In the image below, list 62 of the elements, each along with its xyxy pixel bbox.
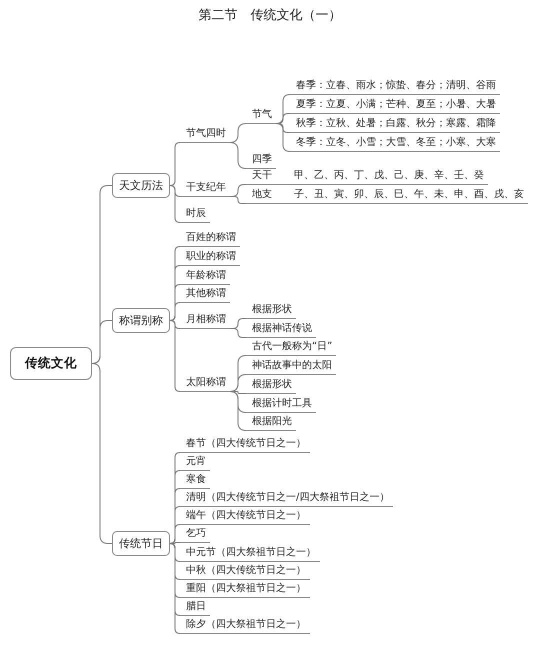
branch-label: 地支 <box>252 188 272 202</box>
branch-label: 寒食 <box>180 472 210 489</box>
branch-label: 根据形状 <box>246 377 296 394</box>
connector-line <box>170 302 180 321</box>
central-topic-box: 传统文化 <box>10 347 92 380</box>
connector-line <box>276 123 290 152</box>
branch-underline <box>246 187 528 204</box>
branch-label: 重阳（四大祭祖节日之一） <box>180 581 310 598</box>
branch-label: 根据形状 <box>246 302 296 319</box>
branch-label: 元宵 <box>180 454 210 471</box>
branch-label: 根据计时工具 <box>246 396 316 413</box>
branch-label: 秋季：立秋、处暑；白露、秋分；寒露、霜降 <box>290 116 500 133</box>
connector-line <box>170 524 180 544</box>
branch-label: 清明（四大传统节日之一/四大祭祖节日之一） <box>180 490 394 507</box>
connector-line <box>170 320 180 329</box>
branch-label: 中秋（四大传统节日之一） <box>180 563 310 580</box>
branch-label: 中元节（四大祭祖节日之一） <box>180 545 320 562</box>
branch-label: 夏季：立夏、小满；芒种、夏至；小暑、大暑 <box>290 97 500 114</box>
branch-label: 干支纪年 <box>180 180 230 197</box>
branch-label: 百姓的称谓 <box>180 230 240 247</box>
branch-label: 古代一般称为“日” <box>246 339 336 356</box>
branch-label: 职业的称谓 <box>180 249 240 266</box>
branch-label: 时辰 <box>180 206 210 223</box>
branch-label: 月相称谓 <box>180 312 230 329</box>
branch-label: 除夕（四大祭祖节日之一） <box>180 617 310 634</box>
branch-label: 节气四时 <box>180 126 230 143</box>
branch-label: 春季：立春、雨水；惊蛰、春分；清明、谷雨 <box>290 78 500 95</box>
branch-label: 腊日 <box>180 599 210 616</box>
branch-label: 冬季：立冬、小雪；大雪、冬至；小寒、大寒 <box>290 135 500 152</box>
branch-label: 年龄称谓 <box>180 268 230 285</box>
connector-line <box>276 123 290 133</box>
branch-label: 根据阳光 <box>246 414 296 431</box>
branch-label: 乞巧 <box>180 526 210 543</box>
branch-label: 太阳称谓 <box>180 375 230 392</box>
connector-line <box>230 391 246 394</box>
connector-line <box>230 123 246 143</box>
connector-line <box>170 185 180 223</box>
connector-line <box>276 94 290 124</box>
connector-line <box>230 142 246 169</box>
connector-line <box>230 374 246 392</box>
branch-label: 端午（四大传统节日之一） <box>180 508 310 525</box>
connector-line <box>170 543 180 634</box>
connector-line <box>230 328 246 338</box>
connector-line <box>170 320 180 392</box>
branch-label: 四季 <box>246 152 276 169</box>
connector-line <box>170 142 180 186</box>
main-topic-box: 天文历法 <box>112 173 170 198</box>
main-topic-box: 传统节日 <box>112 531 170 556</box>
branch-label: 神话故事中的太阳 <box>246 358 336 375</box>
main-topic-box: 称谓别称 <box>112 308 170 333</box>
branch-label: 其他称谓 <box>180 286 230 303</box>
connector-line <box>92 320 112 364</box>
branch-label: 天干 <box>252 169 272 183</box>
branch-label: 春节（四大传统节日之一） <box>180 436 310 453</box>
branch-label: 节气 <box>246 107 276 124</box>
connector-line <box>230 391 246 431</box>
connector-line <box>230 196 246 204</box>
branch-underline <box>246 168 488 185</box>
branch-detail-text: 子、丑、寅、卯、辰、巳、午、未、申、酉、戌、亥 <box>294 188 524 202</box>
page-title: 第二节 传统文化（一） <box>198 8 342 24</box>
branch-detail-text: 甲、乙、丙、丁、戊、己、庚、辛、壬、癸 <box>294 169 484 183</box>
branch-label: 根据神话传说 <box>246 321 316 338</box>
